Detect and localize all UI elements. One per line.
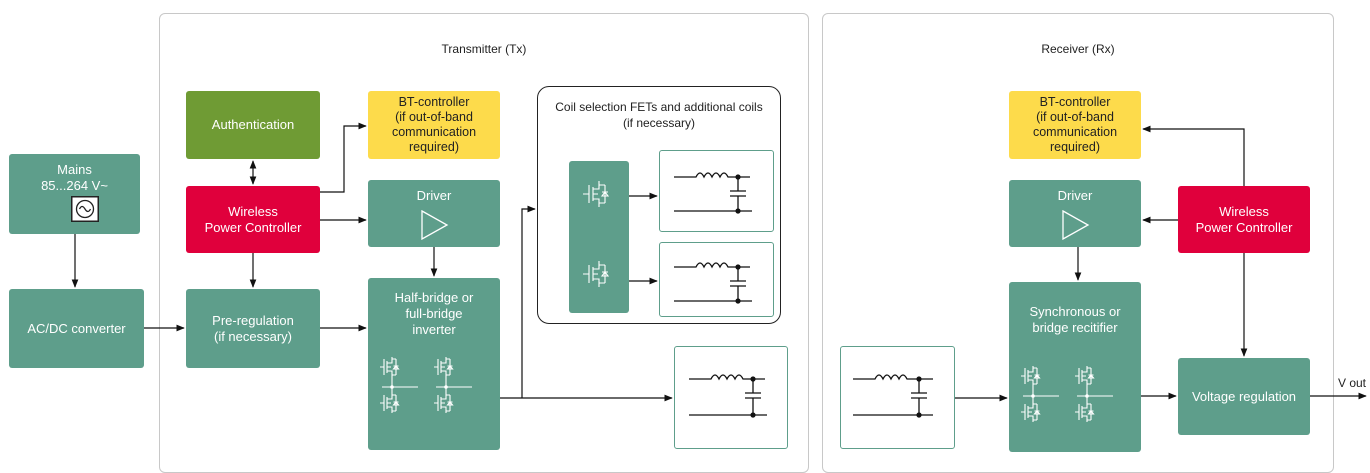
acdc-converter-block: AC/DC converter [9, 289, 144, 368]
coil-circuit-1 [659, 150, 774, 232]
coil-selection-label: Coil selection FETs and additional coils… [555, 100, 763, 130]
tx-bt-controller-label: BT-controller (if out-of-band communicat… [391, 95, 477, 154]
transmitter-title: Transmitter (Tx) [441, 42, 527, 56]
mosfet-bridge-icon [1019, 364, 1131, 436]
mosfet-bridge-icon [378, 355, 490, 427]
mosfet-icon [581, 179, 617, 209]
inverter-block: Half-bridge or full-bridge inverter [368, 278, 500, 450]
rx-driver-label: Driver [1057, 188, 1093, 203]
acdc-label: AC/DC converter [27, 320, 126, 336]
amplifier-triangle-icon [1062, 209, 1090, 241]
pre-regulation-label: Pre-regulation (if necessary) [212, 312, 294, 344]
rx-bt-controller-label: BT-controller (if out-of-band communicat… [1032, 95, 1118, 154]
lc-coil-circuit-icon [672, 163, 764, 224]
tx-coil-circuit [674, 346, 788, 449]
rx-coil-circuit [840, 346, 955, 449]
mains-label: Mains [57, 162, 92, 177]
lc-coil-circuit-icon [851, 369, 943, 434]
mosfet-icon [581, 259, 617, 289]
rx-wpc-label: Wireless Power Controller [1195, 203, 1293, 235]
coil-selection-fets-block [569, 161, 629, 313]
tx-driver-block: Driver [368, 180, 500, 247]
rx-bt-controller-block: BT-controller (if out-of-band communicat… [1009, 91, 1141, 159]
coil-circuit-2 [659, 242, 774, 317]
authentication-label: Authentication [211, 117, 295, 132]
inverter-label: Half-bridge or full-bridge inverter [394, 290, 474, 337]
mains-block: Mains 85...264 V~ [9, 154, 140, 234]
voltage-regulation-block: Voltage regulation [1178, 358, 1310, 435]
vout-label: V out [1338, 376, 1367, 390]
tx-wireless-power-controller-block: Wireless Power Controller [186, 186, 320, 253]
authentication-block: Authentication [186, 91, 320, 159]
rx-wireless-power-controller-block: Wireless Power Controller [1178, 186, 1310, 253]
pre-regulation-block: Pre-regulation (if necessary) [186, 289, 320, 368]
voltage-regulation-label: Voltage regulation [1191, 388, 1297, 404]
rectifier-label: Synchronous or bridge recitifier [1029, 304, 1121, 335]
ac-source-icon [71, 196, 99, 222]
lc-coil-circuit-icon [687, 369, 779, 434]
tx-bt-controller-block: BT-controller (if out-of-band communicat… [368, 91, 500, 159]
tx-driver-label: Driver [416, 188, 452, 203]
mains-voltage: 85...264 V~ [41, 178, 108, 193]
tx-wpc-label: Wireless Power Controller [204, 203, 302, 235]
amplifier-triangle-icon [421, 209, 449, 241]
lc-coil-circuit-icon [672, 253, 764, 314]
rx-driver-block: Driver [1009, 180, 1141, 247]
rectifier-block: Synchronous or bridge recitifier [1009, 282, 1141, 452]
receiver-title: Receiver (Rx) [1041, 42, 1115, 56]
